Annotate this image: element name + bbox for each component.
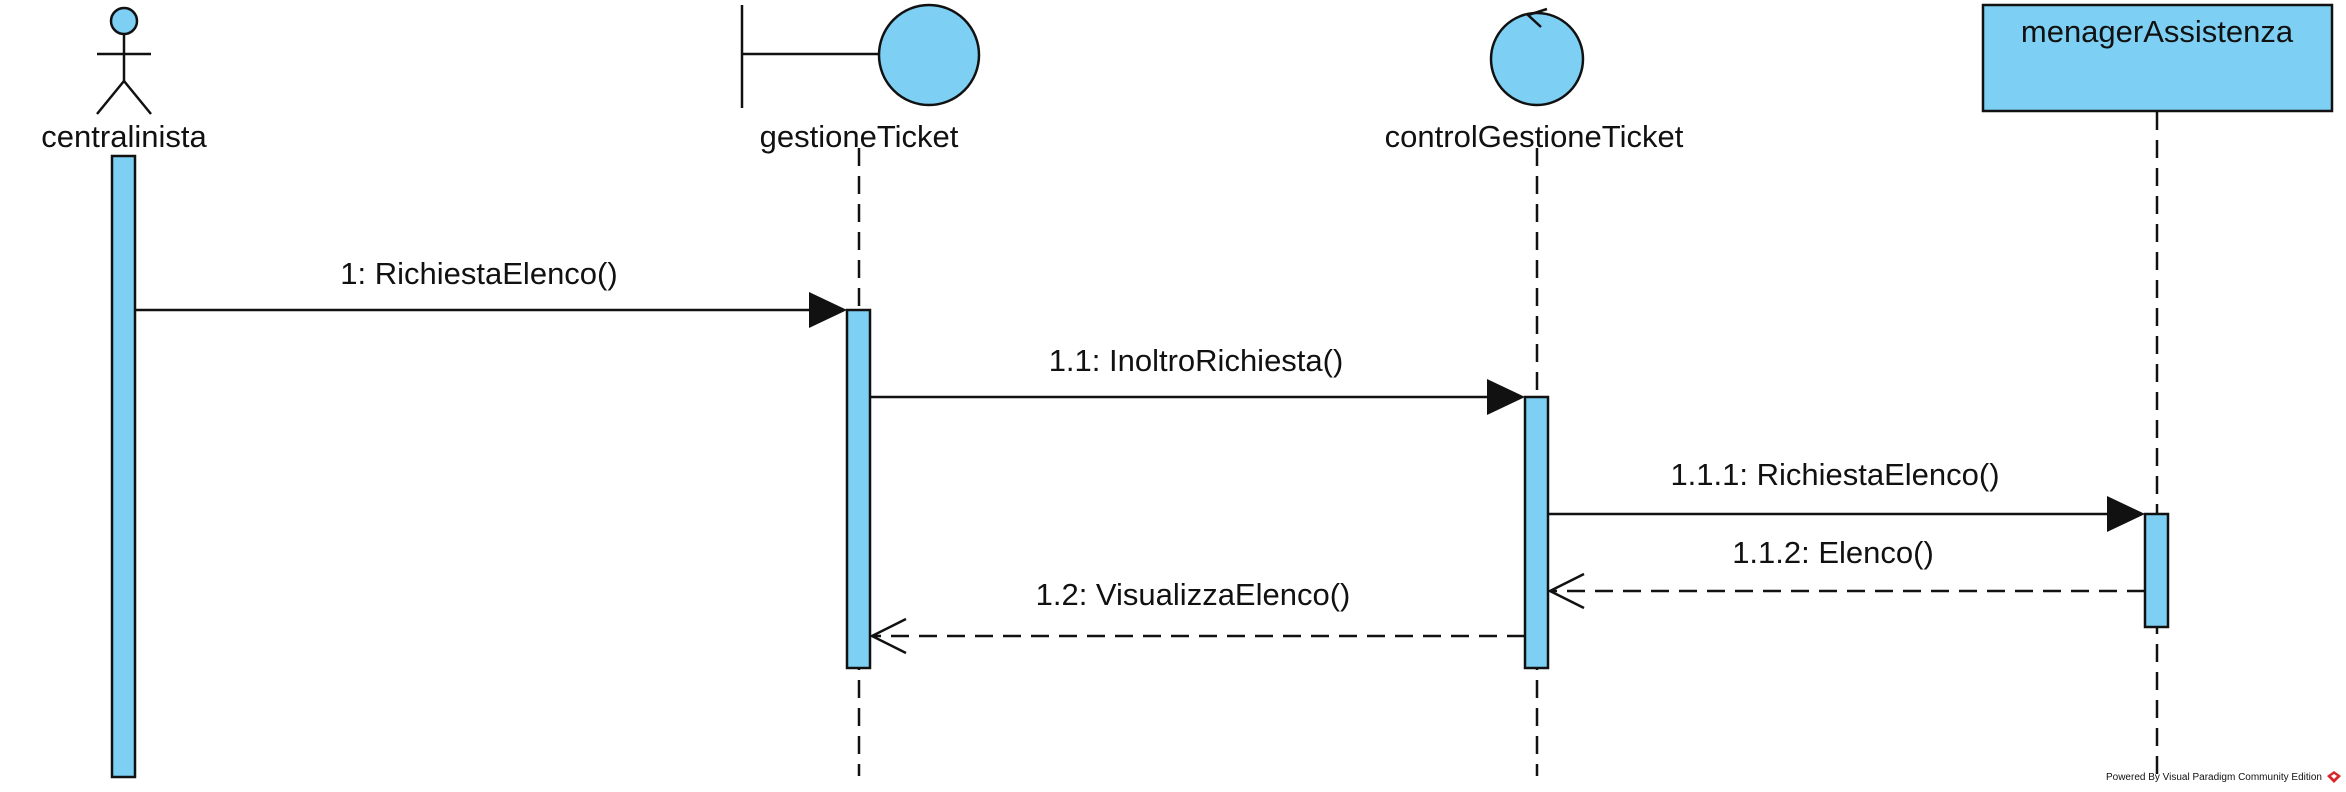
message-1-1[interactable]: 1.1: InoltroRichiesta() [870, 343, 1525, 415]
participant-name-menagerAssistenza: menagerAssistenza [2021, 14, 2294, 49]
actor-icon [96, 6, 152, 115]
message-1-1-2[interactable]: 1.1.2: Elenco() [1547, 535, 2145, 610]
arrowhead-filled-icon [1487, 379, 1525, 415]
activation-bar-controlGestioneTicket [1523, 395, 1550, 670]
activation-bar-gestioneTicket [845, 308, 872, 670]
message-1-1-1[interactable]: 1.1.1: RichiestaElenco() [1548, 457, 2145, 532]
arrowhead-open-icon [869, 617, 907, 655]
message-label: 1.1.1: RichiestaElenco() [1670, 457, 1999, 492]
boundary-gestioneTicket[interactable]: gestioneTicket [740, 3, 981, 154]
control-controlGestioneTicket[interactable]: controlGestioneTicket [1385, 7, 1684, 154]
arrowhead-filled-icon [2107, 496, 2145, 532]
participant-box [1981, 3, 2334, 113]
boundary-icon [740, 3, 981, 108]
activation-bar-centralinista [110, 154, 137, 779]
message-label: 1: RichiestaElenco() [340, 256, 617, 291]
actor-centralinista[interactable]: centralinista [41, 6, 207, 154]
message-1-2[interactable]: 1.2: VisualizzaElenco() [869, 577, 1525, 655]
activation-bar-menagerAssistenza [2143, 512, 2170, 629]
participant-name-controlGestioneTicket: controlGestioneTicket [1385, 119, 1684, 154]
visual-paradigm-logo-icon [2327, 771, 2341, 783]
message-label: 1.1: InoltroRichiesta() [1049, 343, 1344, 378]
watermark-text: Powered By Visual Paradigm Community Edi… [2106, 772, 2322, 783]
control-icon [1489, 7, 1585, 107]
message-label: 1.1.2: Elenco() [1732, 535, 1934, 570]
message-1[interactable]: 1: RichiestaElenco() [135, 256, 847, 328]
arrowhead-open-icon [1547, 572, 1585, 610]
participant-name-centralinista: centralinista [41, 119, 207, 154]
message-label: 1.2: VisualizzaElenco() [1036, 577, 1351, 612]
participant-box-menagerAssistenza[interactable]: menagerAssistenza [1981, 3, 2334, 113]
arrowhead-filled-icon [809, 292, 847, 328]
watermark: Powered By Visual Paradigm Community Edi… [2106, 771, 2341, 783]
participant-name-gestioneTicket: gestioneTicket [760, 119, 959, 154]
